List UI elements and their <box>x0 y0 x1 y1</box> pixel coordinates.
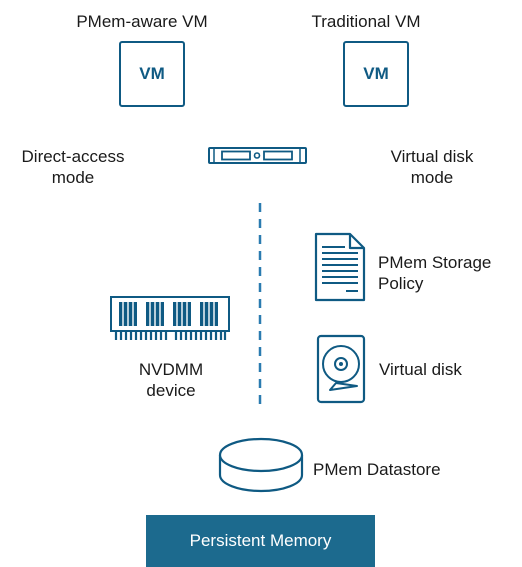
policy-line1: PMem Storage <box>378 253 492 272</box>
memory-module-icon <box>110 296 230 340</box>
nvdimm-device-label: NVDMM device <box>112 359 230 401</box>
hard-disk-icon <box>316 334 366 404</box>
dashed-separator <box>258 203 262 408</box>
virtual-disk-mode-line2: mode <box>410 168 454 187</box>
nvdimm-line1: NVDMM <box>138 360 204 379</box>
pmem-aware-vm-box: VM <box>119 41 185 107</box>
virtual-disk-mode-line1: Virtual disk <box>390 147 474 166</box>
nvdimm-line2: device <box>146 381 196 400</box>
direct-access-line2: mode <box>51 168 95 187</box>
pmem-aware-vm-title: PMem-aware VM <box>76 12 208 31</box>
pmem-storage-policy-label: PMem Storage Policy <box>378 252 491 294</box>
virtual-disk-label: Virtual disk <box>379 360 462 379</box>
document-icon <box>314 232 366 302</box>
policy-line2: Policy <box>378 274 424 293</box>
datastore-icon <box>218 437 304 493</box>
virtual-disk-mode-label: Virtual disk mode <box>372 146 492 188</box>
traditional-vm-box: VM <box>343 41 409 107</box>
server-icon <box>208 147 307 164</box>
vm-label: VM <box>363 64 389 83</box>
vm-label: VM <box>139 64 165 83</box>
pmem-datastore-label: PMem Datastore <box>313 460 441 479</box>
direct-access-line1: Direct-access <box>21 147 125 166</box>
direct-access-mode-label: Direct-access mode <box>4 146 142 188</box>
traditional-vm-title: Traditional VM <box>311 12 421 31</box>
persistent-memory-label: Persistent Memory <box>189 531 332 550</box>
persistent-memory-bar: Persistent Memory <box>146 515 375 567</box>
